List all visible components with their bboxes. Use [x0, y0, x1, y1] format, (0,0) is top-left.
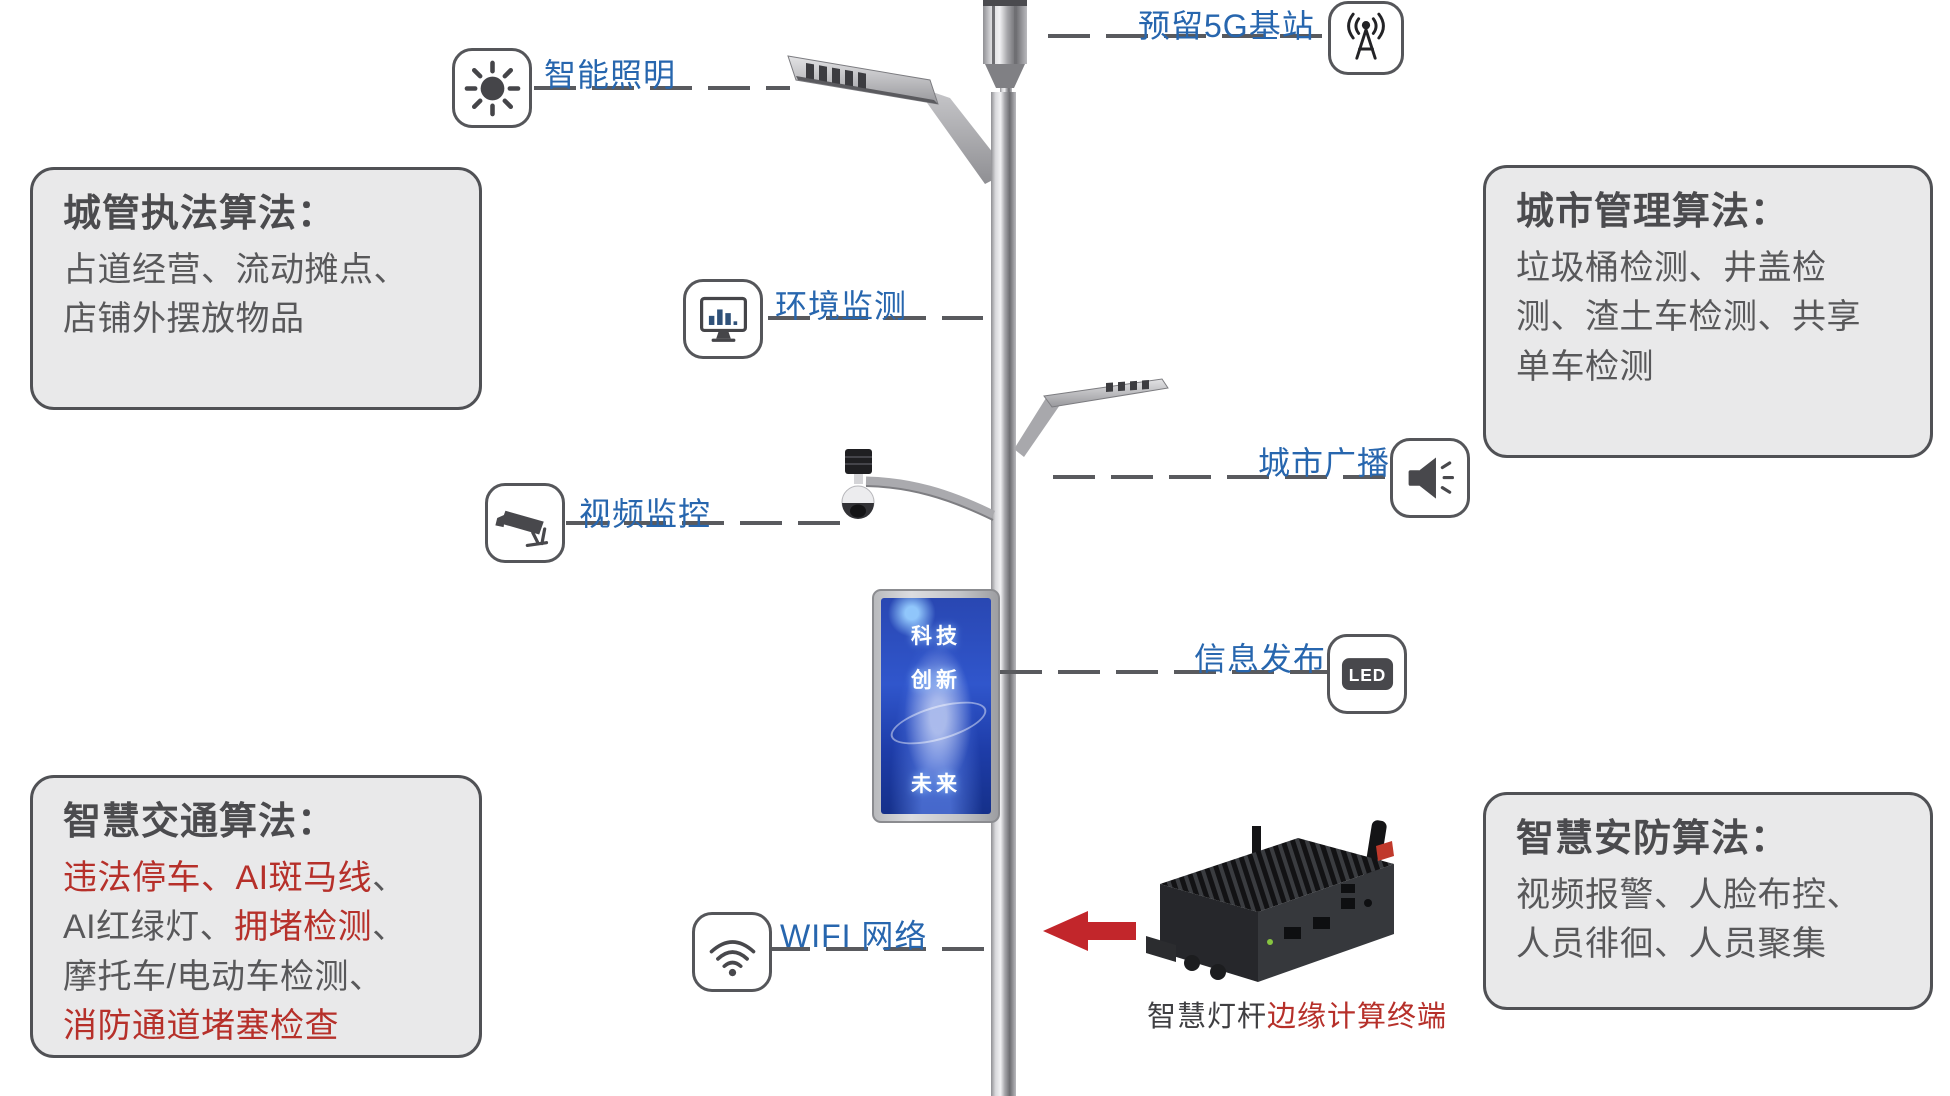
callout-wifi-network: WIFI 网络 [780, 918, 928, 954]
edge-computing-terminal [1146, 820, 1394, 982]
text-segment: 摩托车/电动车检测、 [63, 957, 384, 996]
text-segment: 违法停车、 [63, 858, 236, 897]
text-segment: 边缘计算终端 [1267, 1001, 1448, 1033]
text-segment: 垃圾桶检测、井盖检测、渣土车检测、共享单车检测 [1516, 248, 1861, 386]
text-segment: AI斑马线 [235, 858, 373, 897]
loudspeaker-icon [1390, 438, 1470, 518]
callout-video-surveillance: 视频监控 [579, 496, 712, 532]
led-badge-icon: LED [1327, 634, 1407, 714]
text-segment: 、 [372, 908, 407, 947]
smart-security-body: 视频报警、人脸布控、人员徘徊、人员聚集 [1516, 871, 1868, 970]
city-management-body: 垃圾桶检测、井盖检测、渣土车检测、共享单车检测 [1516, 244, 1868, 393]
monitor-chart-icon [683, 279, 763, 359]
screen-graphic: 科技 创新 未来 [881, 598, 991, 814]
smart-traffic-title: 智慧交通算法： [63, 801, 337, 843]
callout-smart-lighting: 智能照明 [544, 57, 677, 93]
screen-text-line1: 科技 [911, 625, 961, 648]
text-segment: 、 [372, 858, 407, 897]
urban-enforcement-body: 占道经营、流动摊点、店铺外摆放物品 [63, 246, 415, 345]
smart-security-title: 智慧安防算法： [1516, 818, 1790, 860]
text-segment: 拥堵检测 [234, 908, 373, 947]
callout-reserved-5g: 预留5G基站 [1138, 8, 1315, 44]
street-light-right [1014, 378, 1169, 457]
wifi-icon [692, 912, 772, 992]
dome-camera-assembly [841, 449, 995, 521]
smart-traffic-body: 违法停车、AI斑马线、AI红绿灯、拥堵检测、摩托车/电动车检测、消防通道堵塞检查 [63, 854, 415, 1053]
text-segment: AI红绿灯、 [63, 908, 235, 947]
text-segment: 占道经营、流动摊点、店铺外摆放物品 [63, 250, 408, 339]
city-management-title: 城市管理算法： [1516, 191, 1790, 233]
callout-information-release: 信息发布 [1194, 641, 1327, 677]
sun-icon [452, 48, 532, 128]
callout-environment-monitoring: 环境监测 [775, 288, 908, 324]
cctv-camera-icon [485, 483, 565, 563]
urban-enforcement-box: 城管执法算法： 占道经营、流动摊点、店铺外摆放物品 [30, 167, 482, 410]
callout-city-broadcast: 城市广播 [1258, 445, 1391, 481]
smart-traffic-box: 智慧交通算法： 违法停车、AI斑马线、AI红绿灯、拥堵检测、摩托车/电动车检测、… [30, 775, 482, 1058]
smart-security-box: 智慧安防算法： 视频报警、人脸布控、人员徘徊、人员聚集 [1483, 792, 1933, 1010]
street-light-left [787, 55, 1008, 184]
screen-text-line3: 未来 [911, 773, 961, 796]
leader-lines [534, 34, 1390, 951]
text-segment: 消防通道堵塞检查 [63, 1007, 339, 1046]
red-arrow [1043, 911, 1136, 951]
screen-text-line2: 创新 [911, 669, 961, 692]
led-badge-text: LED [1348, 664, 1385, 684]
urban-enforcement-title: 城管执法算法： [63, 193, 337, 235]
device-caption: 智慧灯杆边缘计算终端 [1147, 993, 1447, 1035]
led-display-screen: 科技 创新 未来 [872, 589, 1000, 823]
text-segment: 视频报警、人脸布控、人员徘徊、人员聚集 [1516, 875, 1861, 964]
text-segment: 智慧灯杆 [1147, 1001, 1268, 1033]
city-management-box: 城市管理算法： 垃圾桶检测、井盖检测、渣土车检测、共享单车检测 [1483, 165, 1933, 458]
antenna-icon [1328, 1, 1404, 75]
